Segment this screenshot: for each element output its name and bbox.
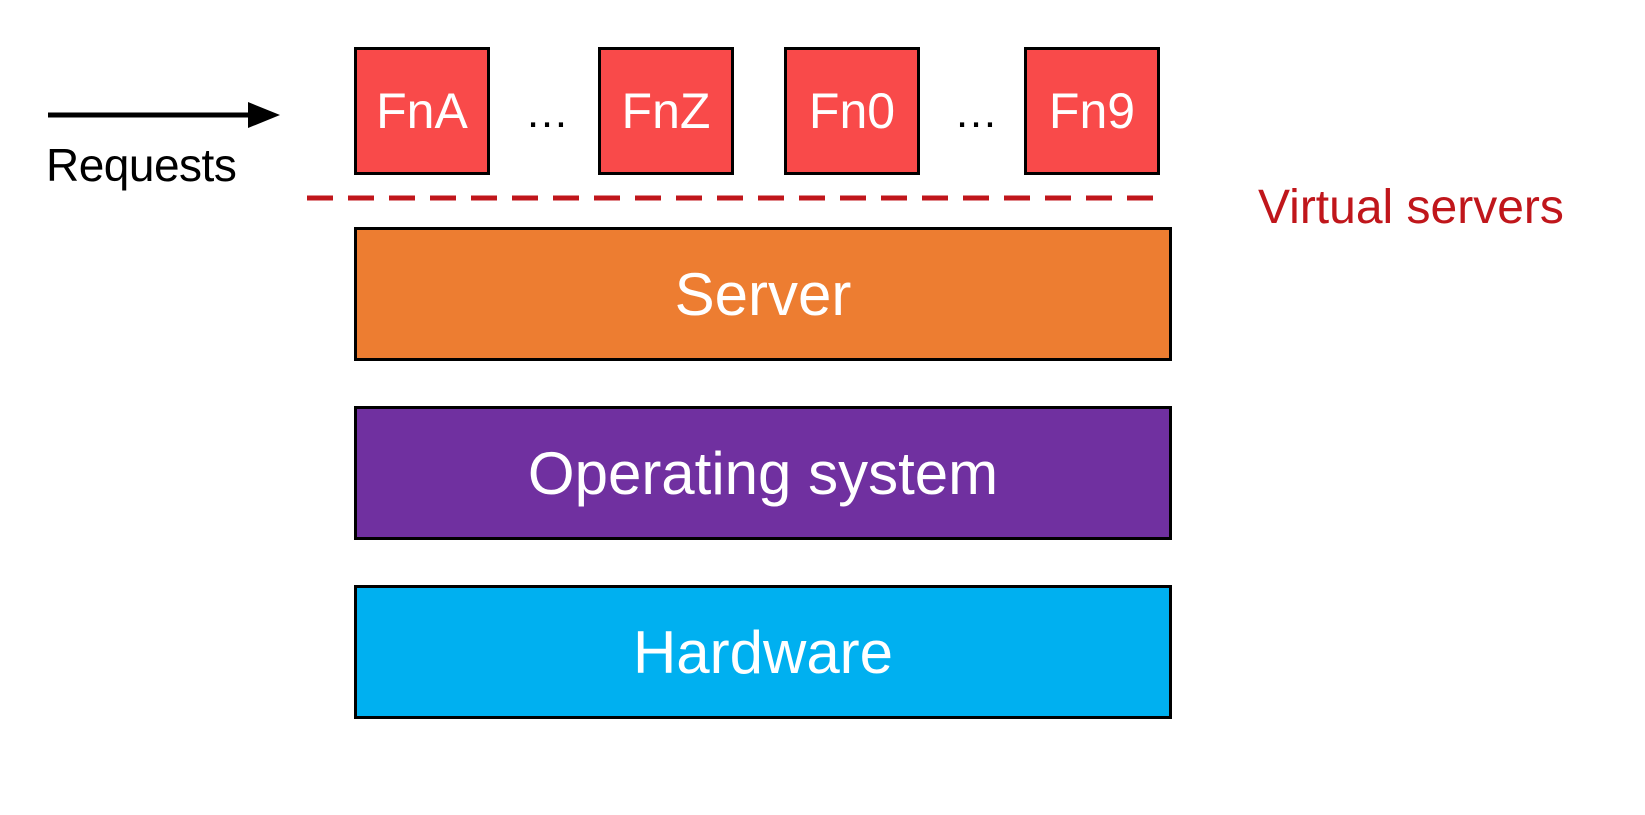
function-box-fna: FnA <box>354 47 490 175</box>
function-box-fn9: Fn9 <box>1024 47 1160 175</box>
virtual-servers-divider <box>307 195 1167 201</box>
layer-hardware: Hardware <box>354 585 1172 719</box>
ellipsis-left: … <box>525 88 569 137</box>
ellipsis-right: … <box>954 88 998 137</box>
function-box-fnz: FnZ <box>598 47 734 175</box>
layer-server: Server <box>354 227 1172 361</box>
virtual-servers-label: Virtual servers <box>1258 181 1564 234</box>
requests-arrow-icon <box>48 102 280 128</box>
requests-label: Requests <box>46 139 237 191</box>
layer-operating-system: Operating system <box>354 406 1172 540</box>
function-box-fn0: Fn0 <box>784 47 920 175</box>
